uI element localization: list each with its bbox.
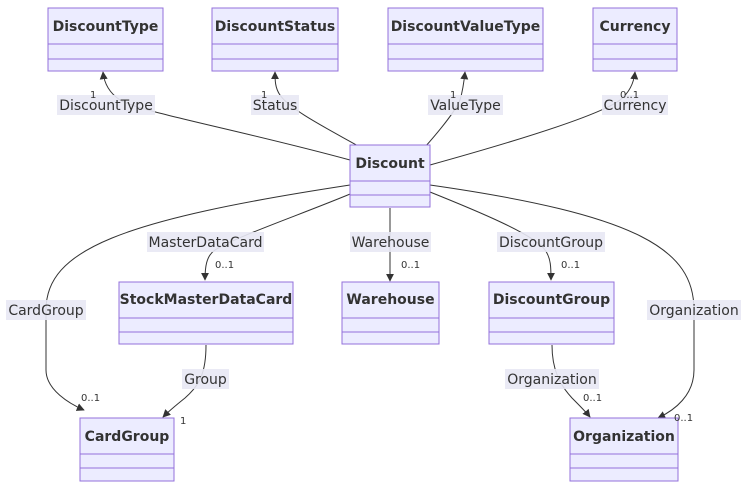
edge-label-discount-type: DiscountType <box>59 98 153 114</box>
edge-labels: DiscountType Status ValueType Currency C… <box>6 95 741 389</box>
class-title: Currency <box>600 19 671 35</box>
class-discount-status[interactable]: DiscountStatus <box>211 7 339 72</box>
edge-label-value-type: ValueType <box>430 98 501 114</box>
edge-label-card-group: CardGroup <box>8 303 83 319</box>
class-title: DiscountType <box>53 19 159 35</box>
mult-master-data-card: 0..1 <box>215 260 234 271</box>
class-title: Discount <box>355 156 425 172</box>
mult-card-group: 0..1 <box>81 393 100 404</box>
mult-value-type: 1 <box>450 90 456 101</box>
edge-card-group <box>45 184 351 411</box>
edge-label-discount-group: DiscountGroup <box>499 235 603 251</box>
class-title: StockMasterDataCard <box>120 292 293 308</box>
edge-organization-lower <box>551 344 591 418</box>
mult-organization-right: 0..1 <box>674 413 693 424</box>
class-title: DiscountStatus <box>215 19 336 35</box>
edge-organization-right <box>429 184 695 419</box>
class-discount[interactable]: Discount <box>349 144 431 208</box>
class-currency[interactable]: Currency <box>592 7 678 72</box>
class-stock-master-data-card[interactable]: StockMasterDataCard <box>118 281 294 345</box>
edge-group <box>162 344 207 418</box>
mult-discount-group: 0..1 <box>561 260 580 271</box>
mult-group: 1 <box>180 416 186 427</box>
class-organization[interactable]: Organization <box>569 417 679 482</box>
edge-discount-type <box>99 71 351 161</box>
class-card-group[interactable]: CardGroup <box>79 417 175 482</box>
class-title: Warehouse <box>346 292 434 308</box>
class-discount-type[interactable]: DiscountType <box>47 7 164 72</box>
mult-discount-type: 1 <box>90 90 96 101</box>
class-discount-group[interactable]: DiscountGroup <box>488 281 615 345</box>
multiplicities: 1 1 1 0..1 0..1 0..1 0..1 0..1 1 0..1 0.… <box>81 90 693 427</box>
edge-label-master-data-card: MasterDataCard <box>149 235 263 251</box>
class-warehouse[interactable]: Warehouse <box>341 281 440 345</box>
edge-label-organization-right: Organization <box>649 303 739 319</box>
edge-label-currency: Currency <box>603 98 666 114</box>
edge-currency <box>429 71 639 166</box>
mult-organization-lower: 0..1 <box>583 393 602 404</box>
class-title: DiscountGroup <box>493 292 610 308</box>
mult-warehouse: 0..1 <box>401 260 420 271</box>
edge-label-status: Status <box>253 98 298 114</box>
class-title: CardGroup <box>85 429 170 445</box>
class-title: Organization <box>573 429 675 445</box>
mult-status: 1 <box>261 90 267 101</box>
class-discount-value-type[interactable]: DiscountValueType <box>387 7 544 72</box>
class-title: DiscountValueType <box>391 19 541 35</box>
edge-label-group: Group <box>184 372 227 388</box>
edge-label-organization-lower: Organization <box>507 372 597 388</box>
edge-label-warehouse: Warehouse <box>352 235 430 251</box>
mult-currency: 0..1 <box>620 90 639 101</box>
